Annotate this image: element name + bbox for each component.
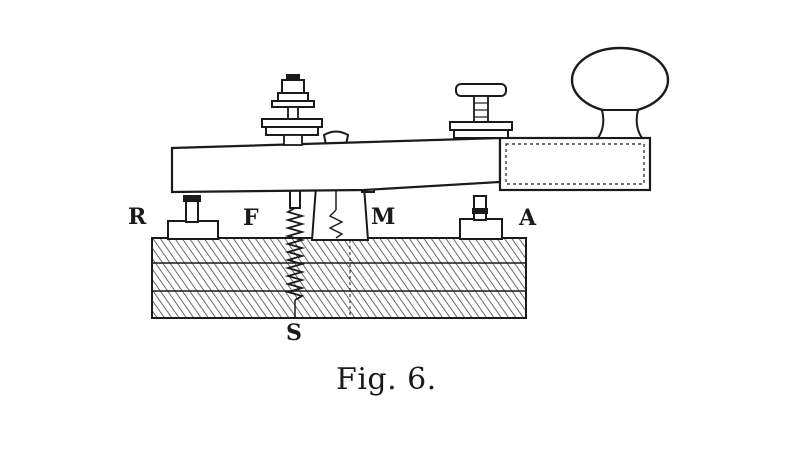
key-lever-arm bbox=[170, 136, 652, 194]
figure-caption: Fig. 6. bbox=[336, 362, 437, 397]
label-m: M bbox=[371, 204, 396, 230]
adjusting-screw-left bbox=[261, 74, 323, 146]
label-s: S bbox=[286, 320, 302, 346]
adjusting-screw-right bbox=[449, 83, 513, 139]
label-r: R bbox=[128, 204, 147, 230]
key-knob bbox=[570, 46, 670, 139]
wooden-base bbox=[151, 237, 527, 319]
anvil-post-a bbox=[459, 195, 503, 240]
label-a: A bbox=[519, 205, 537, 231]
spring-s bbox=[284, 189, 306, 318]
contact-post-r bbox=[167, 195, 219, 240]
label-f: F bbox=[243, 205, 259, 231]
